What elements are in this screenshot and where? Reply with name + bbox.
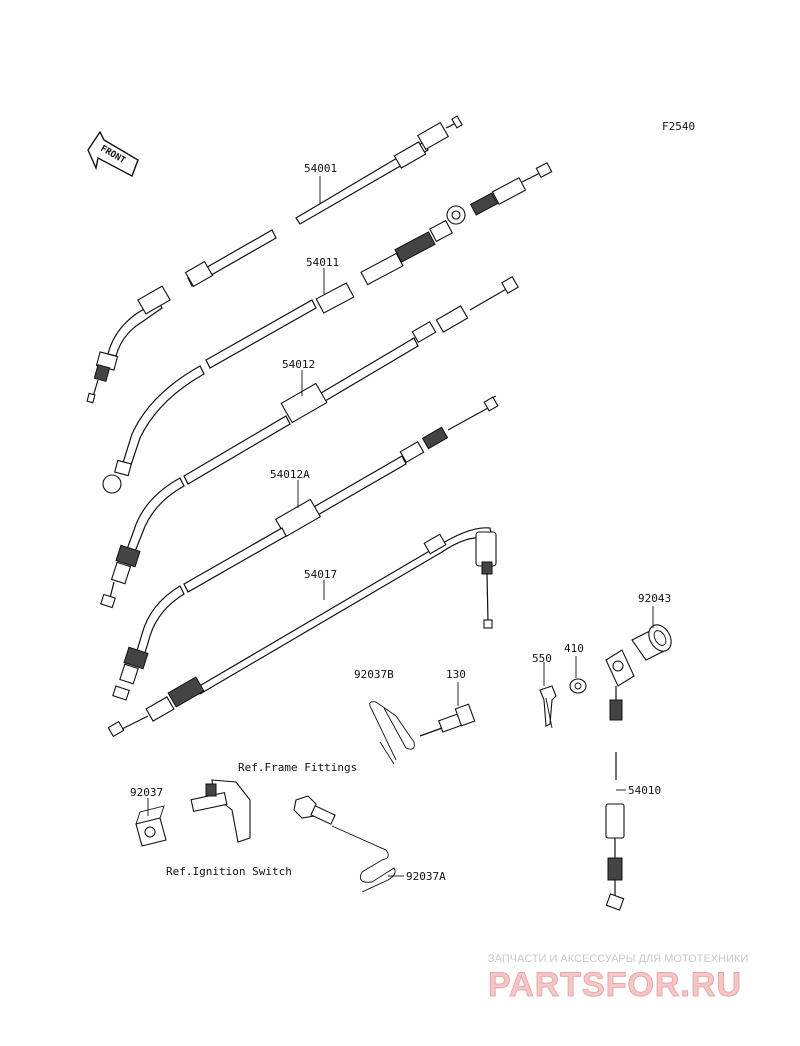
label-54017: 54017	[304, 568, 337, 581]
cable-54011	[102, 162, 553, 494]
label-92043: 92043	[638, 592, 671, 605]
diagram-code: F2540	[662, 120, 695, 133]
label-54012: 54012	[282, 358, 315, 371]
part-92037B	[369, 701, 415, 765]
part-54010	[605, 649, 635, 911]
part-bolt-frame	[293, 795, 336, 825]
watermark-tagline: ЗАПЧАСТИ И АКСЕССУАРЫ ДЛЯ МОТОТЕХНИКИ	[488, 953, 748, 965]
label-92037B: 92037B	[354, 668, 394, 681]
label-54010: 54010	[628, 784, 661, 797]
ref-frame-fittings: Ref.Frame Fittings	[238, 761, 357, 774]
label-410: 410	[564, 642, 584, 655]
part-92043	[631, 624, 672, 661]
label-92037: 92037	[130, 786, 163, 799]
ref-ignition-switch: Ref.Ignition Switch	[166, 865, 292, 878]
part-92037	[135, 805, 167, 847]
label-54011: 54011	[306, 256, 339, 269]
label-130: 130	[446, 668, 466, 681]
cable-54017	[107, 527, 497, 738]
part-550	[539, 685, 557, 729]
label-550: 550	[532, 652, 552, 665]
part-410	[569, 678, 587, 694]
label-92037A: 92037A	[406, 870, 446, 883]
cable-54012	[100, 276, 519, 609]
label-54001: 54001	[304, 162, 337, 175]
label-54012A: 54012A	[270, 468, 310, 481]
leader-lines	[147, 176, 654, 877]
cable-54001	[86, 115, 463, 404]
part-130	[419, 703, 476, 737]
part-92037A	[331, 825, 396, 893]
front-arrow-icon: FRONT	[87, 130, 139, 177]
part-bracket-ignition	[190, 779, 251, 843]
watermark-brand: PARTSFOR.RU	[488, 966, 742, 1004]
cable-54012A	[112, 395, 499, 701]
